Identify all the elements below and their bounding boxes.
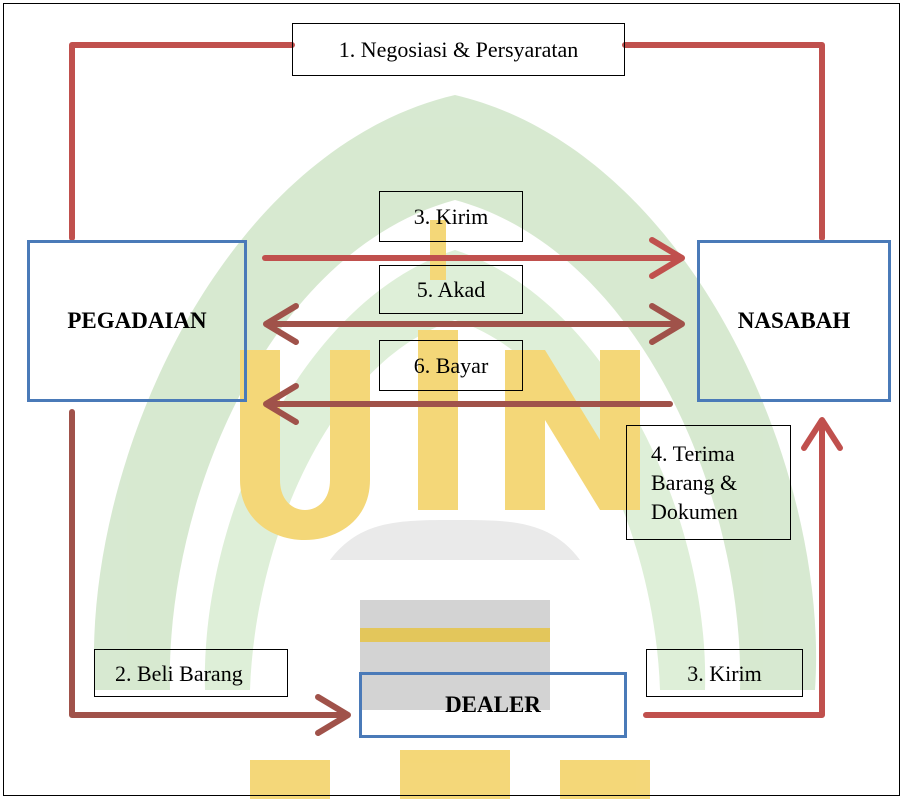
step-beli-barang-label: 2. Beli Barang bbox=[94, 649, 288, 697]
step-terima-line-1: 4. Terima bbox=[651, 441, 735, 466]
dealer-label: DEALER bbox=[445, 692, 541, 717]
dealer-node: DEALER bbox=[359, 672, 627, 738]
watermark-kaaba bbox=[330, 520, 580, 710]
terima-arrow-head bbox=[801, 417, 843, 451]
pegadaian-node: PEGADAIAN bbox=[27, 240, 247, 402]
step-akad-label: 5. Akad bbox=[379, 265, 523, 314]
pegadaian-label: PEGADAIAN bbox=[67, 308, 207, 333]
step-kirim-bottom-text: 3. Kirim bbox=[687, 660, 762, 686]
watermark-letters bbox=[240, 220, 640, 540]
step-bayar-label: 6. Bayar bbox=[379, 340, 523, 391]
step-terima-label: 4. Terima Barang & Dokumen bbox=[626, 425, 791, 540]
kirim-arrow-top-head bbox=[649, 237, 685, 279]
bayar-arrow-head bbox=[263, 383, 299, 425]
step-terima-line-3: Dokumen bbox=[651, 499, 738, 524]
diagram-frame bbox=[3, 3, 900, 796]
step-kirim-top-text: 3. Kirim bbox=[413, 204, 489, 229]
kirim-terima-connector bbox=[643, 421, 825, 718]
step-beli-barang-text: 2. Beli Barang bbox=[115, 660, 243, 686]
step-terima-line-2: Barang & bbox=[651, 470, 738, 495]
nasabah-node: NASABAH bbox=[697, 240, 891, 402]
step-kirim-bottom-label: 3. Kirim bbox=[646, 649, 803, 697]
step-negosiasi-label: 1. Negosiasi & Persyaratan bbox=[292, 23, 625, 76]
step-kirim-top-label: 3. Kirim bbox=[379, 191, 523, 242]
watermark-script bbox=[250, 750, 650, 799]
step-bayar-text: 6. Bayar bbox=[413, 353, 489, 378]
watermark-dome-shape bbox=[93, 95, 817, 690]
step-akad-text: 5. Akad bbox=[416, 277, 486, 302]
step-negosiasi-text: 1. Negosiasi & Persyaratan bbox=[338, 37, 579, 62]
negotiation-connector bbox=[69, 42, 825, 241]
beli-barang-connector bbox=[69, 409, 348, 718]
akad-arrow-right-head bbox=[649, 303, 685, 345]
watermark-inner-ring bbox=[204, 250, 706, 690]
nasabah-label: NASABAH bbox=[737, 308, 851, 333]
akad-arrow-left-head bbox=[263, 303, 299, 345]
beli-barang-arrow-head bbox=[315, 694, 351, 736]
